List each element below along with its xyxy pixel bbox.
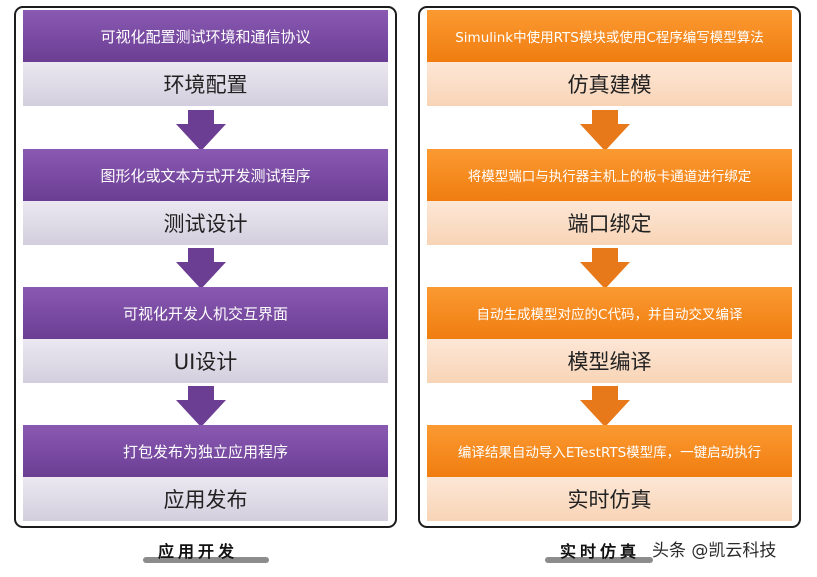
sim-step-1-title: 仿真建模: [427, 62, 792, 106]
sim-step-2-title: 端口绑定: [427, 201, 792, 245]
sim-down-arrow-icon: [580, 386, 630, 427]
dev-caption: 应用开发: [158, 542, 239, 561]
dev-step-1-title: 环境配置: [23, 62, 388, 106]
sim-step-4-title: 实时仿真: [427, 477, 792, 521]
sim-caption: 实时仿真: [560, 542, 641, 561]
sim-caption-underline: [545, 557, 653, 563]
dev-step-3-description: 可视化开发人机交互界面: [23, 287, 388, 339]
dev-step-3-title: UI设计: [23, 339, 388, 383]
realtime-simulation-panel: Simulink中使用RTS模块或使用C程序编写模型算法 仿真建模 将模型端口与…: [418, 6, 801, 528]
dev-step-2-description: 图形化或文本方式开发测试程序: [23, 149, 388, 201]
sim-step-4: 编译结果自动导入ETestRTS模型库，一键启动执行 实时仿真: [427, 425, 792, 521]
dev-step-4-description: 打包发布为独立应用程序: [23, 425, 388, 477]
sim-down-arrow-icon: [580, 248, 630, 289]
dev-step-1-description: 可视化配置测试环境和通信协议: [23, 10, 388, 62]
dev-down-arrow-icon: [176, 248, 226, 289]
sim-step-4-description: 编译结果自动导入ETestRTS模型库，一键启动执行: [427, 425, 792, 477]
sim-step-1: Simulink中使用RTS模块或使用C程序编写模型算法 仿真建模: [427, 10, 792, 106]
sim-down-arrow-icon: [580, 110, 630, 151]
dev-step-3: 可视化开发人机交互界面 UI设计: [23, 287, 388, 383]
dev-step-2: 图形化或文本方式开发测试程序 测试设计: [23, 149, 388, 245]
sim-step-1-description: Simulink中使用RTS模块或使用C程序编写模型算法: [427, 10, 792, 62]
dev-step-2-title: 测试设计: [23, 201, 388, 245]
sim-step-3-description: 自动生成模型对应的C代码，并自动交叉编译: [427, 287, 792, 339]
dev-down-arrow-icon: [176, 110, 226, 151]
watermark: 头条 @凯云科技: [652, 541, 777, 561]
dev-step-1: 可视化配置测试环境和通信协议 环境配置: [23, 10, 388, 106]
sim-step-3-title: 模型编译: [427, 339, 792, 383]
sim-step-3: 自动生成模型对应的C代码，并自动交叉编译 模型编译: [427, 287, 792, 383]
sim-step-2: 将模型端口与执行器主机上的板卡通道进行绑定 端口绑定: [427, 149, 792, 245]
dev-step-4-title: 应用发布: [23, 477, 388, 521]
app-development-panel: 可视化配置测试环境和通信协议 环境配置 图形化或文本方式开发测试程序 测试设计 …: [14, 6, 397, 528]
dev-step-4: 打包发布为独立应用程序 应用发布: [23, 425, 388, 521]
dev-caption-underline: [143, 557, 269, 563]
dev-down-arrow-icon: [176, 386, 226, 427]
sim-step-2-description: 将模型端口与执行器主机上的板卡通道进行绑定: [427, 149, 792, 201]
